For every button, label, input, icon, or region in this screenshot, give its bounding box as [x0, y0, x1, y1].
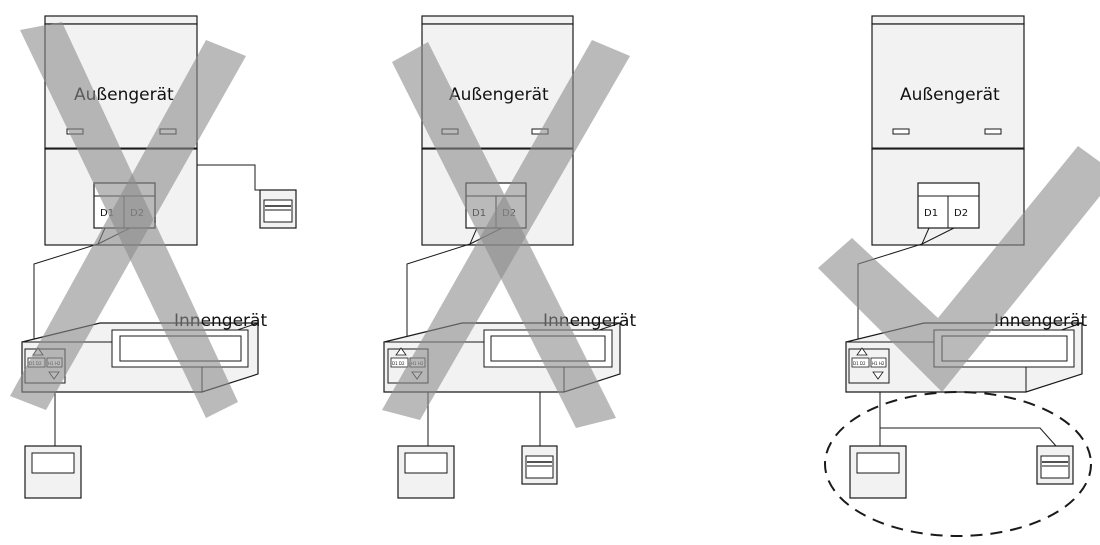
cross-mark [382, 40, 630, 428]
panel-2: Außengerät D1 D2 D1 D2 H1 H2 Innengerät [382, 15, 636, 499]
bus-wire-d1 [406, 227, 478, 356]
wired-remote-controller [849, 445, 907, 499]
indoor-display-right: H1 H2 [872, 361, 885, 366]
indoor-unit-label: Innengerät [994, 311, 1087, 331]
panel-1: Außengerät D1 D2 [10, 15, 297, 499]
terminal-d1: D1 [924, 208, 938, 219]
terminal-d1: D1 [100, 208, 114, 219]
wall-controller [1036, 445, 1074, 485]
indoor-display-left: D1 D2 [392, 361, 405, 366]
panel-3: Außengerät D1 D2 D1 D2 H1 H2 Innengerät [818, 15, 1100, 537]
highlight-ellipse [824, 391, 1092, 537]
check-mark [818, 146, 1100, 392]
outdoor-unit-label: Außengerät [900, 85, 1000, 105]
controller-link-wire [879, 427, 1057, 447]
wired-remote-controller [24, 445, 82, 499]
outdoor-unit-label: Außengerät [449, 85, 549, 105]
bus-wire-d1 [857, 227, 930, 356]
wall-controller [259, 189, 297, 229]
controller-wire [197, 164, 268, 191]
indoor-display-left: D1 D2 [853, 361, 866, 366]
terminal-d2: D2 [954, 208, 968, 219]
outdoor-unit-label: Außengerät [74, 85, 174, 105]
bus-wire-d2 [921, 227, 955, 245]
wired-remote-controller [397, 445, 455, 499]
cross-mark [10, 22, 246, 418]
terminal-block: D1 D2 [917, 182, 980, 229]
wall-controller [521, 445, 558, 485]
